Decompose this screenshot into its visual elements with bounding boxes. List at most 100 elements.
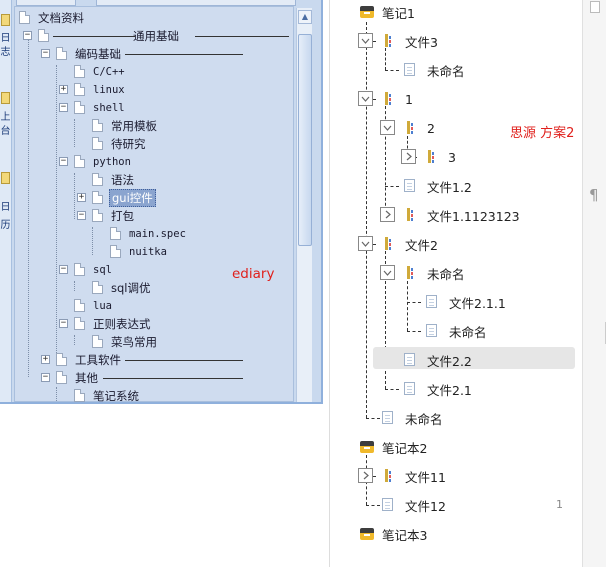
- tree-item-notes-system[interactable]: 笔记系统: [74, 387, 141, 402]
- collapse-arrow-icon[interactable]: [358, 236, 373, 251]
- doc-item-file12[interactable]: 文件12: [405, 498, 446, 514]
- document-icon: [92, 191, 103, 204]
- collapse-icon[interactable]: −: [59, 102, 68, 112]
- tree-line: [385, 389, 399, 390]
- doc-item-untitled-c[interactable]: 未命名: [449, 324, 487, 340]
- doc-item-file1-2[interactable]: 文件1.2: [427, 179, 472, 195]
- toolbar-label-5[interactable]: 历: [0, 220, 11, 231]
- rule-tools: [125, 360, 243, 361]
- folder-doc-icon: [427, 150, 439, 163]
- tree-line: [407, 302, 421, 303]
- expand-arrow-icon[interactable]: [380, 207, 395, 222]
- row-highlight: [373, 347, 575, 369]
- tree-item-python[interactable]: − python: [59, 153, 133, 170]
- document-icon: [74, 389, 85, 402]
- collapse-icon[interactable]: −: [77, 210, 86, 220]
- tree-item-common-templates[interactable]: 常用模板: [92, 117, 159, 134]
- expand-icon[interactable]: +: [59, 84, 68, 94]
- tree-line: [407, 136, 408, 158]
- collapse-icon[interactable]: −: [59, 156, 68, 166]
- folder-doc-icon: [406, 208, 418, 221]
- document-icon: [426, 324, 437, 337]
- scrollbar-thumb[interactable]: [298, 34, 312, 246]
- document-icon: [74, 299, 85, 312]
- doc-item-untitled-a[interactable]: 未命名: [427, 63, 465, 79]
- document-icon: [426, 295, 437, 308]
- tree-label: 常用模板: [111, 118, 157, 133]
- tree-item-nuitka[interactable]: nuitka: [110, 243, 169, 260]
- collapse-arrow-icon[interactable]: [358, 91, 373, 106]
- document-icon: [404, 179, 415, 192]
- doc-item-file2-1[interactable]: 文件2.1: [427, 382, 472, 398]
- tree-item-sql[interactable]: − sql: [59, 261, 114, 278]
- tree-item-gui-controls[interactable]: + gui控件: [77, 188, 156, 207]
- toolbar-label-0[interactable]: 日: [0, 33, 11, 44]
- tree-line: [385, 70, 399, 71]
- doc-item-untitled-d[interactable]: 未命名: [405, 411, 443, 427]
- history-icon[interactable]: [1, 172, 10, 184]
- tree-item-other[interactable]: − 其他: [41, 369, 100, 386]
- doc-item-1[interactable]: 1: [405, 91, 413, 107]
- collapse-arrow-icon[interactable]: [380, 265, 395, 280]
- tree-vertical-scrollbar[interactable]: ▲: [296, 8, 312, 402]
- tree-item-root[interactable]: 文档资料: [19, 9, 86, 26]
- scroll-up-icon[interactable]: ▲: [298, 10, 312, 24]
- doc-item-file1-1123123[interactable]: 文件1.1123123: [427, 208, 520, 224]
- tree-item-c-cpp[interactable]: C/C++: [74, 63, 127, 80]
- tree-item-code-basics[interactable]: − 编码基础: [41, 45, 123, 62]
- toolbar-label-1[interactable]: 志: [0, 47, 11, 58]
- collapse-arrow-icon[interactable]: [358, 33, 373, 48]
- doc-item-file2-1-1[interactable]: 文件2.1.1: [449, 295, 506, 311]
- toolbar-label-4[interactable]: 日: [0, 202, 11, 213]
- section-rule-left: [53, 36, 135, 37]
- tree-item-main-spec[interactable]: main.spec: [110, 225, 188, 242]
- collapse-icon[interactable]: −: [41, 48, 50, 58]
- notebook-item-3[interactable]: 笔记本3: [382, 527, 428, 543]
- tree-item-shell[interactable]: − shell: [59, 99, 127, 116]
- app-label-ediary: ediary: [232, 266, 275, 282]
- toolbar-label-2[interactable]: 上: [0, 112, 11, 123]
- tree-item-linux[interactable]: + linux: [59, 81, 127, 98]
- expand-icon[interactable]: +: [41, 354, 50, 364]
- doc-item-3[interactable]: 3: [448, 149, 456, 165]
- page-icon[interactable]: [590, 1, 600, 13]
- tree-label-selected: gui控件: [109, 188, 156, 207]
- tree-line: [385, 186, 399, 187]
- doc-item-file2[interactable]: 文件2: [405, 237, 438, 253]
- tree-label: nuitka: [129, 245, 167, 258]
- collapse-icon[interactable]: −: [23, 30, 32, 40]
- doc-item-2[interactable]: 2: [427, 120, 435, 136]
- doc-item-untitled-b[interactable]: 未命名: [427, 266, 465, 282]
- tree-item-tools[interactable]: + 工具软件: [41, 351, 123, 368]
- document-icon: [74, 155, 85, 168]
- tree-line: [385, 106, 386, 216]
- tree-item-lua[interactable]: lua: [74, 297, 114, 314]
- collapse-arrow-icon[interactable]: [380, 120, 395, 135]
- tree-item-sql-tuning[interactable]: sql调优: [92, 279, 153, 296]
- document-tree: 文档资料 − 通用基础 − 编码基础 C/C++ + linux − shell: [14, 6, 294, 402]
- tree-item-packaging[interactable]: − 打包: [77, 207, 136, 224]
- section-rule-right: [195, 36, 289, 37]
- collapse-icon[interactable]: −: [59, 264, 68, 274]
- top-tab-right[interactable]: [96, 0, 296, 6]
- doc-item-file11[interactable]: 文件11: [405, 469, 446, 485]
- expand-arrow-icon[interactable]: [401, 149, 416, 164]
- expand-arrow-icon[interactable]: [358, 468, 373, 483]
- tree-item-to-research[interactable]: 待研究: [92, 135, 148, 152]
- calendar-icon[interactable]: [1, 14, 10, 26]
- tree-item-section[interactable]: − 通用基础: [23, 27, 181, 44]
- doc-item-file2-2[interactable]: 文件2.2: [427, 353, 472, 369]
- pilcrow-icon[interactable]: ¶: [589, 186, 599, 204]
- collapse-icon[interactable]: −: [59, 318, 68, 328]
- collapse-icon[interactable]: −: [41, 372, 50, 382]
- notebook-icon[interactable]: [1, 92, 10, 104]
- tree-item-regex[interactable]: − 正则表达式: [59, 315, 153, 332]
- doc-item-file3[interactable]: 文件3: [405, 34, 438, 50]
- expand-icon[interactable]: +: [77, 192, 86, 202]
- notebook-item-2[interactable]: 笔记本2: [382, 440, 428, 456]
- top-tab-left[interactable]: [16, 0, 76, 6]
- notebook-item-1[interactable]: 笔记1: [382, 5, 415, 21]
- tree-item-syntax[interactable]: 语法: [92, 171, 136, 188]
- toolbar-label-3[interactable]: 台: [0, 126, 11, 137]
- tree-item-runoob[interactable]: 菜鸟常用: [92, 333, 159, 350]
